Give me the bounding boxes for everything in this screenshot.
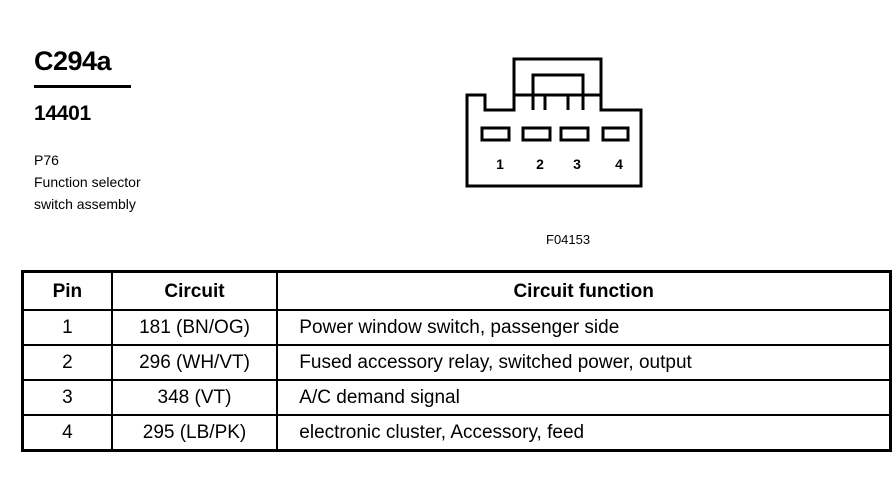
component-description: P76 Function selector switch assembly [34, 149, 141, 215]
table-header-row: Pin Circuit Circuit function [21, 270, 892, 311]
pin-slot-4 [601, 126, 630, 142]
title-underline [34, 85, 131, 88]
pin-label: 1 [496, 156, 504, 172]
pin-label: 4 [615, 156, 623, 172]
function-cell: A/C demand signal [276, 379, 892, 416]
pin-cell: 3 [21, 379, 113, 416]
description-line: Function selector [34, 174, 141, 190]
function-cell: electronic cluster, Accessory, feed [276, 414, 892, 452]
column-header-circuit: Circuit [110, 270, 279, 311]
function-cell: Fused accessory relay, switched power, o… [276, 344, 892, 381]
pin-slot-1 [480, 126, 511, 142]
latch-box [531, 73, 585, 110]
pin-cell: 1 [21, 309, 113, 346]
pin-label: 2 [536, 156, 544, 172]
circuit-cell: 295 (LB/PK) [110, 414, 279, 452]
connector-body [465, 57, 643, 188]
connector-face-diagram: 1 2 3 4 [465, 57, 643, 188]
pin-label: 3 [573, 156, 581, 172]
pin-cell: 4 [21, 414, 113, 452]
column-header-circuit-function: Circuit function [276, 270, 892, 311]
circuit-cell: 181 (BN/OG) [110, 309, 279, 346]
component-code: P76 [34, 152, 59, 168]
pin-slot-2 [521, 126, 552, 142]
figure-id: F04153 [546, 232, 591, 247]
pin-slot-3 [559, 126, 590, 142]
table-row: 1 181 (BN/OG) Power window switch, passe… [21, 309, 892, 346]
part-number: 14401 [34, 102, 91, 125]
column-header-pin: Pin [21, 270, 113, 311]
table-row: 2 296 (WH/VT) Fused accessory relay, swi… [21, 344, 892, 381]
table-row: 4 295 (LB/PK) electronic cluster, Access… [21, 414, 892, 452]
circuit-cell: 348 (VT) [110, 379, 279, 416]
circuit-cell: 296 (WH/VT) [110, 344, 279, 381]
connector-code: C294a [34, 46, 112, 76]
function-cell: Power window switch, passenger side [276, 309, 892, 346]
pinout-table: Pin Circuit Circuit function 1 181 (BN/O… [21, 270, 892, 452]
description-line: switch assembly [34, 196, 136, 212]
pin-cell: 2 [21, 344, 113, 381]
table-row: 3 348 (VT) A/C demand signal [21, 379, 892, 416]
